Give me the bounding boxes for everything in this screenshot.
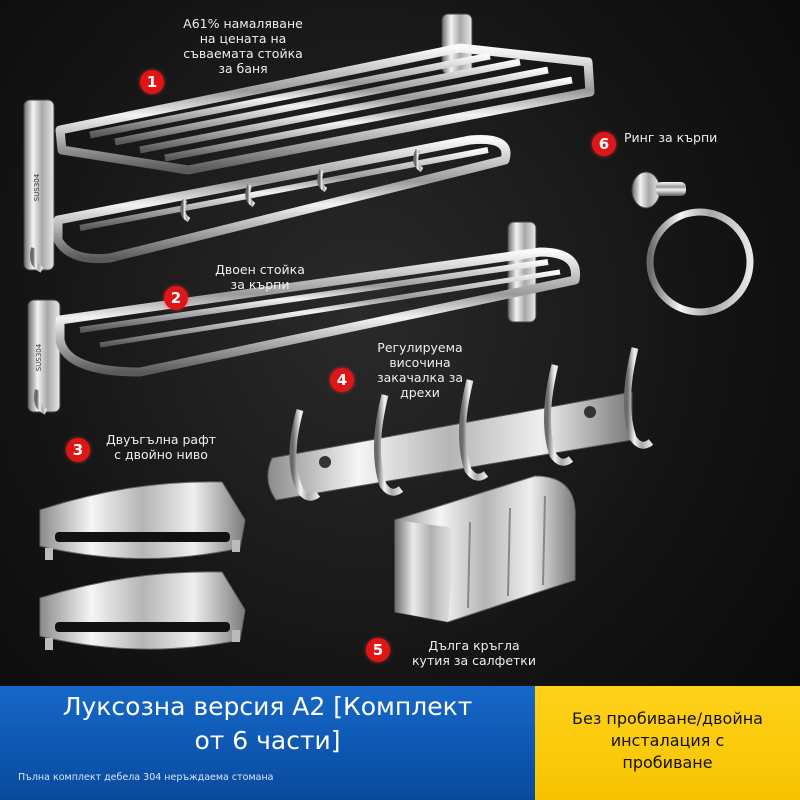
callout-number-1: 1 <box>140 70 164 94</box>
callout-label-5: Дълга кръгла кутия за салфетки <box>412 638 536 668</box>
callout-number-6: 6 <box>592 132 616 156</box>
banner-title: Луксозна версия А2 [Комплект от 6 части] <box>62 692 473 755</box>
coat-hook-rail <box>267 347 654 501</box>
towel-ring <box>631 171 754 316</box>
products-illustration <box>23 13 754 650</box>
callout-number-2: 2 <box>164 286 188 310</box>
folding-towel-rack <box>23 13 595 273</box>
callout-number-3: 3 <box>66 438 90 462</box>
callout-number-4: 4 <box>330 368 354 392</box>
tissue-box <box>394 475 576 623</box>
callout-number-5: 5 <box>366 638 390 662</box>
corner-shelf-lower <box>39 571 246 650</box>
banner-left: Луксозна версия А2 [Комплект от 6 части]… <box>0 686 535 800</box>
banner-subtitle: Пълна комплект дебела 304 неръждаема сто… <box>18 772 274 783</box>
callout-label-3: Двуъгълна рафт с двойно ниво <box>105 432 217 462</box>
corner-shelf-upper <box>39 481 246 560</box>
banner-right: Без пробиване/двойна инсталация с пробив… <box>535 686 800 800</box>
bar-stamp: SUS304 <box>35 343 44 372</box>
callout-label-2: Двоен стойка за кърпи <box>215 262 305 292</box>
installation-note: Без пробиване/двойна инсталация с пробив… <box>572 709 763 772</box>
callout-label-1: А61% намаляване на цената на съваемата с… <box>183 16 303 76</box>
callout-label-4: Регулируема височина закачалка за дрехи <box>376 340 464 400</box>
double-towel-bar <box>27 221 581 415</box>
rack-stamp: SUS304 <box>33 173 42 202</box>
callout-label-6: Ринг за кърпи <box>624 130 718 145</box>
